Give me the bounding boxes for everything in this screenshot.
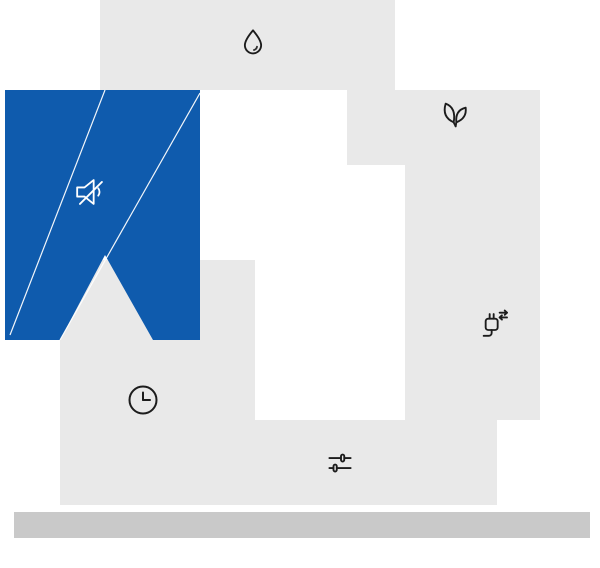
tile-options[interactable] [200,420,497,505]
tile-power[interactable] [405,90,540,420]
bottom-bar [14,512,590,538]
tile-water[interactable] [100,0,395,90]
tile-muted-banner[interactable] [5,90,200,340]
